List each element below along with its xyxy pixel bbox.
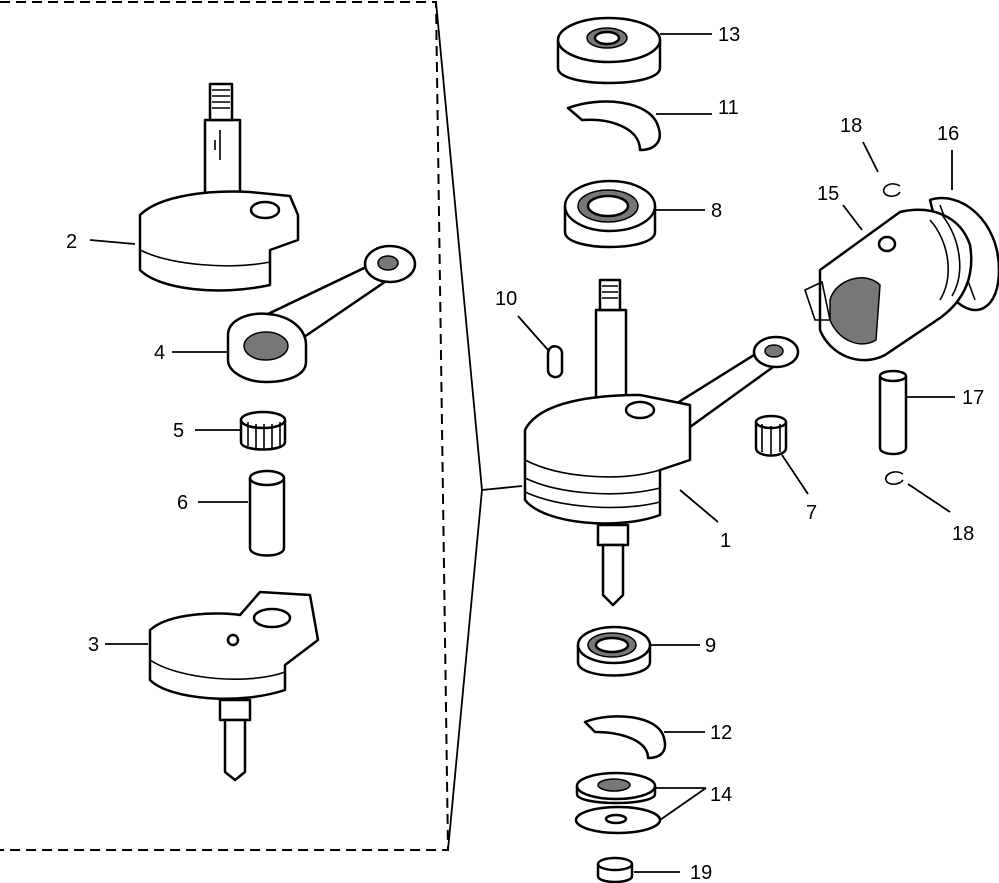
part-crankshaft-assembly	[523, 278, 800, 607]
callout-10: 10	[495, 288, 517, 310]
part-bushing	[596, 856, 634, 883]
callout-17: 17	[962, 387, 984, 409]
subassembly-dashed-frame	[0, 1, 523, 851]
callout-5: 5	[173, 420, 184, 442]
part-lower-crank-half	[148, 590, 320, 782]
part-oil-seal	[556, 16, 662, 85]
part-woodruff-key	[546, 345, 564, 379]
callout-13: 13	[718, 24, 740, 46]
callout-7: 7	[806, 502, 817, 524]
part-piston-pin	[878, 369, 908, 456]
callout-15: 15	[817, 183, 839, 205]
part-ball-bearing-lower	[576, 625, 652, 677]
callout-6: 6	[177, 492, 188, 514]
callout-11: 11	[718, 97, 739, 119]
part-needle-bearing-upper	[754, 414, 788, 457]
part-piston	[804, 208, 973, 362]
part-retaining-ring-upper	[566, 100, 661, 152]
callout-3: 3	[88, 634, 99, 656]
callout-19: 19	[690, 862, 712, 883]
callout-8: 8	[711, 200, 722, 222]
part-circlip-lower	[885, 471, 904, 485]
callout-1: 1	[720, 530, 731, 552]
callout-labels: 1 2 3 4 5 6 7 8 9 10 11 12 13 14 15 16 1…	[66, 24, 984, 883]
callout-16: 16	[937, 123, 959, 145]
part-connecting-rod	[226, 244, 417, 384]
callout-18-upper: 18	[840, 115, 862, 137]
part-retaining-ring-lower	[583, 715, 667, 760]
callout-12: 12	[710, 722, 732, 744]
part-upper-crank-half	[138, 82, 300, 292]
part-needle-bearing-lower	[239, 410, 287, 451]
part-crank-pin	[248, 469, 286, 557]
part-circlip-upper	[882, 183, 901, 197]
part-seal-and-washer	[574, 771, 662, 835]
callout-14: 14	[710, 784, 732, 806]
callout-4: 4	[154, 342, 165, 364]
part-ball-bearing-upper	[563, 179, 657, 249]
callout-2: 2	[66, 231, 77, 253]
callout-18-lower: 18	[952, 523, 974, 545]
callout-9: 9	[705, 635, 716, 657]
leader-lines	[89, 33, 955, 873]
